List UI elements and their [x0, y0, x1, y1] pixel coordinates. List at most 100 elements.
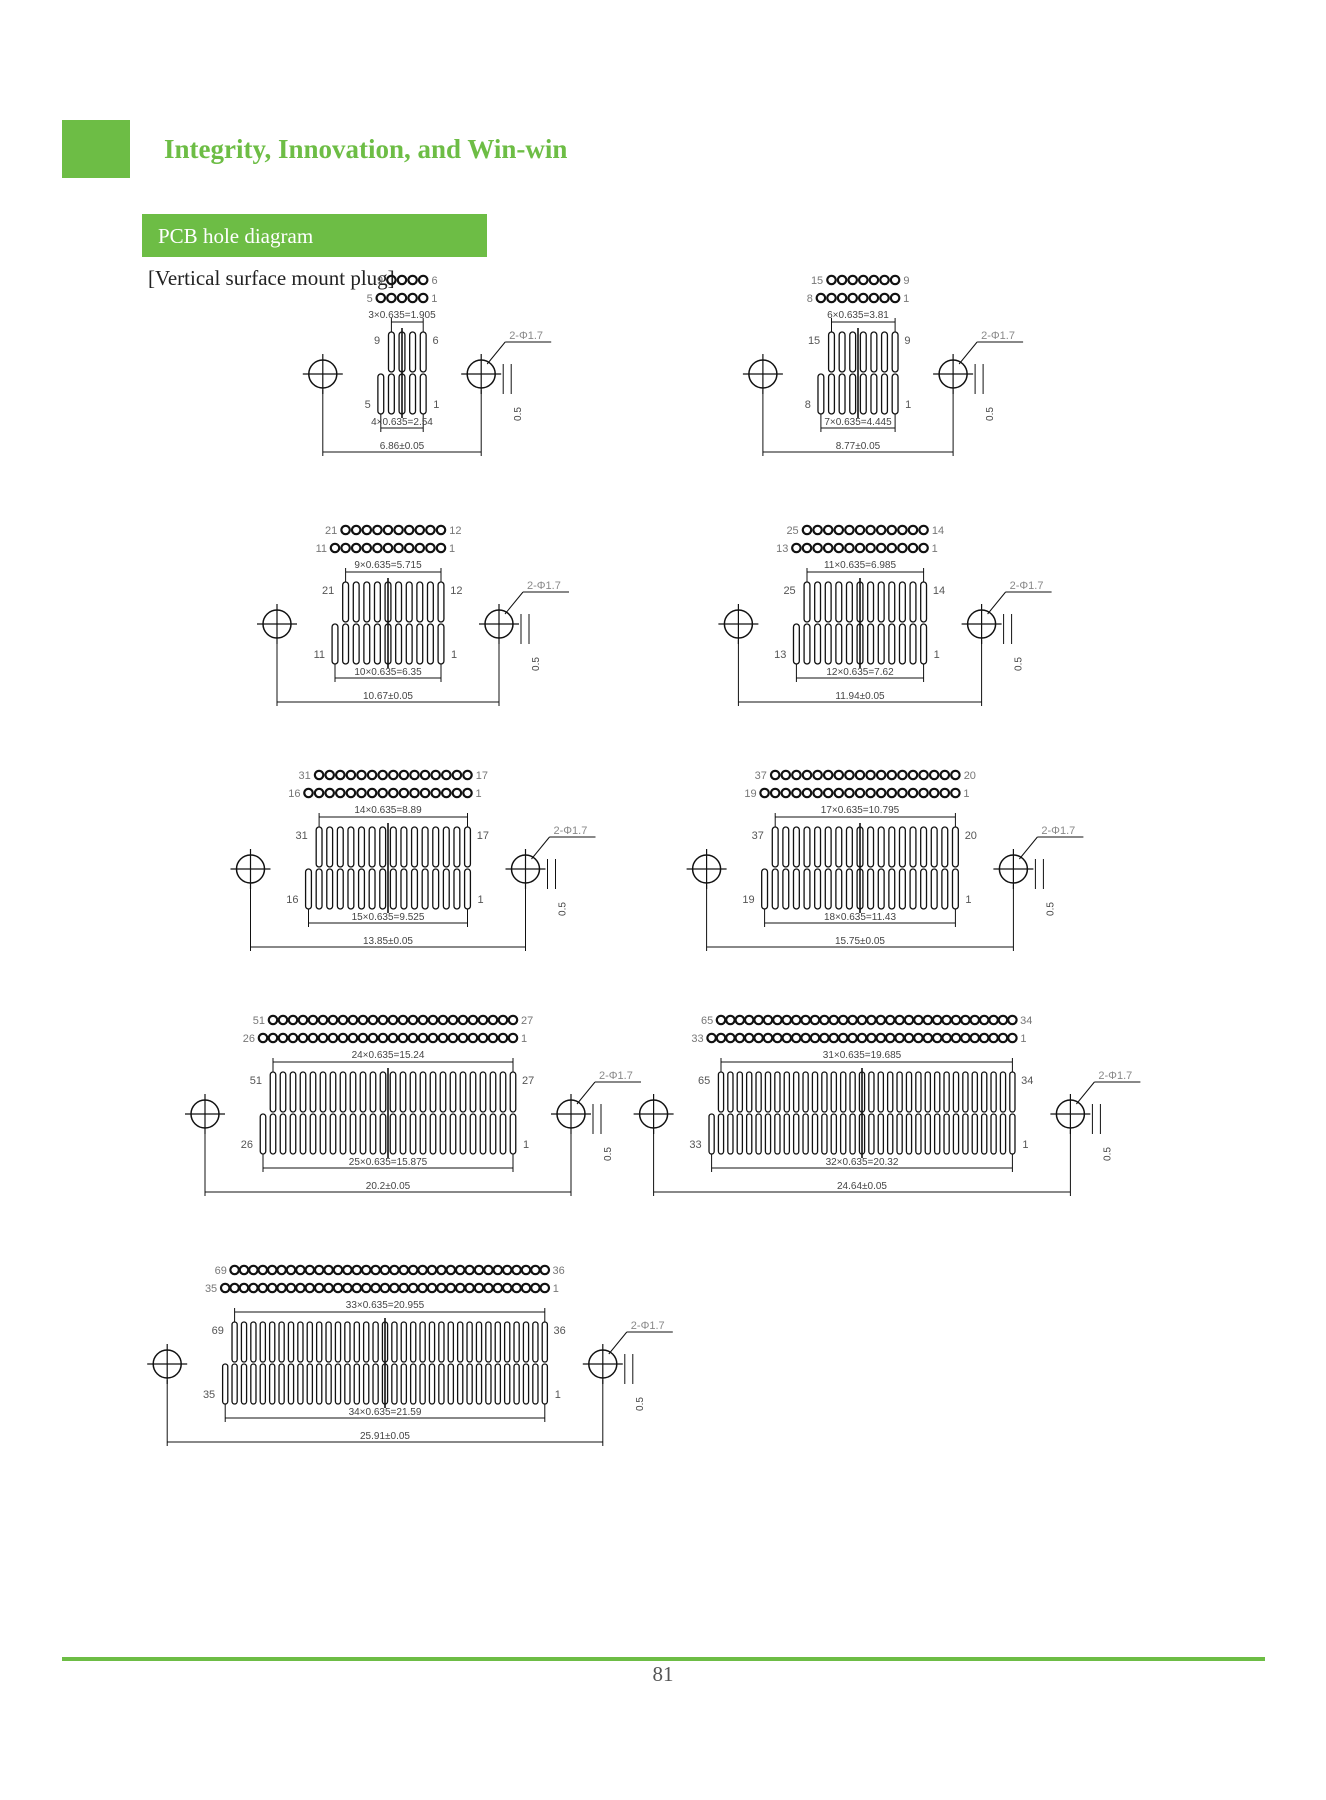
- pin-label: 1: [963, 788, 969, 800]
- pin-hole: [350, 542, 362, 554]
- callout-leader: [531, 836, 550, 860]
- pitch-dimension-bottom: 4×0.635=2.54: [371, 417, 433, 428]
- pin-hole: [753, 1014, 764, 1026]
- solder-pad: [736, 1071, 744, 1113]
- pin-hole: [833, 787, 845, 799]
- pin-hole: [826, 274, 837, 286]
- pin-hole: [360, 1282, 372, 1294]
- pin-hole: [297, 1014, 309, 1026]
- solder-pad: [315, 1363, 323, 1405]
- solder-pad: [898, 826, 906, 868]
- pin-hole: [417, 1014, 429, 1026]
- solder-pad: [299, 1071, 307, 1113]
- pin-hole: [297, 1032, 309, 1044]
- solder-pad: [952, 1113, 960, 1155]
- pin-hole: [417, 274, 429, 286]
- pin-hole: [393, 542, 404, 554]
- solder-pad: [409, 1071, 417, 1113]
- solder-pad: [336, 868, 344, 910]
- offset-dimension: 0.5: [985, 407, 996, 421]
- pin-hole: [492, 1282, 504, 1294]
- solder-pad: [999, 1071, 1007, 1113]
- solder-pad: [941, 868, 949, 910]
- pin-hole: [866, 1032, 877, 1044]
- solder-pad: [838, 331, 846, 373]
- pin-hole: [409, 787, 420, 799]
- solder-pad: [489, 1071, 497, 1113]
- offset-dimension: 0.5: [513, 407, 524, 421]
- solder-pad: [499, 1113, 507, 1155]
- solder-pad: [279, 1071, 287, 1113]
- pin-hole: [457, 1032, 469, 1044]
- solder-pad: [359, 1113, 367, 1155]
- pin-hole: [801, 524, 813, 536]
- pin-hole: [357, 1032, 369, 1044]
- pin-hole: [889, 292, 901, 304]
- pin-hole: [879, 292, 890, 304]
- pin-hole: [918, 787, 929, 799]
- pin-hole: [988, 1014, 999, 1026]
- pin-hole: [367, 1032, 379, 1044]
- pad-label: 5: [365, 399, 371, 411]
- pin-hole: [313, 1282, 325, 1294]
- pin-hole: [427, 1032, 439, 1044]
- solder-pad: [479, 1071, 487, 1113]
- pin-hole: [397, 1032, 409, 1044]
- pin-hole: [907, 524, 919, 536]
- solder-pad: [379, 1113, 387, 1155]
- pin-hole: [492, 1264, 504, 1276]
- solder-pad: [951, 868, 959, 910]
- pin-hole: [377, 769, 388, 781]
- pin-hole: [743, 1032, 755, 1044]
- pin-hole: [377, 1014, 389, 1026]
- mounting-hole-callout: 2-Φ1.7: [981, 330, 1015, 342]
- pin-hole: [781, 1032, 793, 1044]
- pad-label: 65: [698, 1075, 710, 1087]
- solder-pad: [499, 1071, 507, 1113]
- pin-hole: [219, 1282, 231, 1294]
- solder-pad: [442, 826, 450, 868]
- solder-pad: [792, 826, 800, 868]
- solder-pad: [980, 1071, 988, 1113]
- solder-pad: [898, 623, 906, 665]
- solder-pad: [399, 1071, 407, 1113]
- pin-hole: [436, 1282, 447, 1294]
- solder-pad: [755, 1113, 762, 1155]
- pitch-dimension-bottom: 15×0.635=9.525: [352, 912, 425, 923]
- solder-pad: [391, 1363, 398, 1405]
- pin-label: 25: [786, 525, 798, 537]
- solder-pad: [509, 1071, 517, 1113]
- pin-hole: [1007, 1014, 1018, 1026]
- solder-pad: [409, 373, 417, 415]
- solder-pad: [835, 826, 843, 868]
- pad-label: 9: [374, 335, 380, 347]
- pin-hole: [960, 1032, 971, 1044]
- solder-pad: [268, 1321, 276, 1363]
- pin-hole: [507, 1014, 519, 1026]
- pin-label: 14: [932, 525, 944, 537]
- solder-pad: [409, 331, 417, 373]
- pin-label: 5: [367, 293, 373, 305]
- section-heading-bar: PCB hole diagram: [142, 214, 487, 257]
- pin-hole: [324, 787, 335, 799]
- pin-hole: [941, 1032, 952, 1044]
- solder-pad: [867, 868, 875, 910]
- pin-hole: [487, 1032, 499, 1044]
- pin-hole: [351, 1282, 363, 1294]
- pin-hole: [715, 1032, 727, 1044]
- pin-hole: [833, 542, 845, 554]
- solder-pad: [278, 1363, 285, 1405]
- solder-pad: [915, 1071, 922, 1113]
- solder-pad: [449, 1113, 457, 1155]
- overall-width-dimension: 11.94±0.05: [835, 691, 885, 702]
- pin-hole: [447, 1032, 459, 1044]
- solder-pad: [259, 1321, 267, 1363]
- pin-hole: [791, 787, 802, 799]
- solder-pad: [221, 1363, 229, 1405]
- pin-hole: [307, 1014, 319, 1026]
- pin-hole: [447, 1014, 459, 1026]
- solder-pad: [469, 1071, 477, 1113]
- pin-hole: [815, 292, 827, 304]
- solder-pad: [459, 1113, 467, 1155]
- pin-hole: [884, 1014, 896, 1026]
